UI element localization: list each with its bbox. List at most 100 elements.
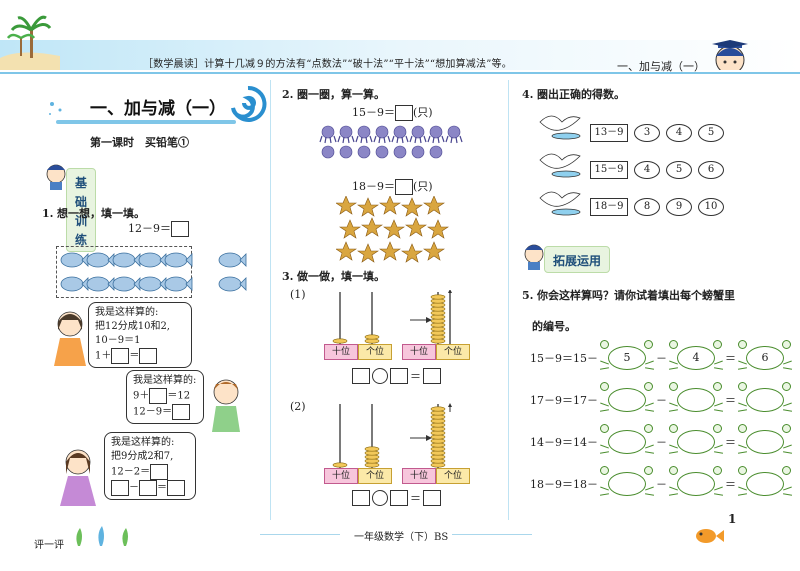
operator-circle[interactable] [372, 490, 388, 506]
answer-box[interactable] [167, 480, 185, 496]
octopus-icon [409, 125, 427, 144]
section-title: 基础训练 [75, 176, 88, 247]
crab-number [746, 472, 784, 496]
answer-option[interactable]: 5 [666, 161, 692, 179]
question-5: 5. 你会这样算吗？请你试着填出每个螃蟹里 [522, 287, 735, 303]
q5-text-2: 的编号。 [532, 320, 576, 333]
q4-text: 圈出正确的得数。 [536, 88, 625, 101]
answer-option[interactable]: 6 [698, 161, 724, 179]
place-labels-1a: 十位个位 [324, 344, 392, 360]
answer-box[interactable] [352, 490, 370, 506]
crab-icon[interactable] [598, 424, 656, 460]
crab-icon[interactable] [598, 382, 656, 418]
section-title: 拓展运用 [553, 254, 602, 268]
answer-box[interactable] [149, 388, 168, 404]
answer-box[interactable] [139, 480, 157, 496]
answer-box[interactable] [172, 404, 191, 420]
equals-sign: ＝ [725, 394, 736, 407]
crab-equation-row: 18－9＝18－－＝ [530, 466, 794, 502]
crab-number: 4 [677, 346, 715, 370]
crab-icon[interactable] [667, 466, 725, 502]
abacus-right-2 [430, 403, 452, 468]
seagull-icon [539, 191, 581, 216]
octopus-icon [321, 145, 335, 159]
crab-icon[interactable] [736, 424, 794, 460]
footer-rule [260, 534, 340, 535]
starfish-icon [379, 241, 401, 261]
octopus-icon [445, 125, 463, 144]
crab-icon[interactable] [667, 382, 725, 418]
whale-icon [60, 252, 89, 268]
answer-option[interactable]: 3 [634, 124, 660, 142]
octopus-icon [427, 125, 445, 144]
mascot-boy-icon [46, 164, 66, 190]
girl-icon [54, 311, 86, 366]
tens-label: 十位 [402, 468, 436, 484]
answer-box[interactable] [423, 368, 441, 384]
ones-label: 个位 [436, 344, 470, 360]
answer-box[interactable] [352, 368, 370, 384]
answer-box[interactable] [395, 179, 413, 195]
bubble-text: 我是这样算的: [95, 307, 159, 318]
seagull-illustration [539, 115, 581, 216]
crab-equation-row: 17－9＝17－－＝ [530, 382, 794, 418]
octopus-icon [339, 145, 353, 159]
answer-box[interactable] [139, 348, 158, 364]
q4-row-1: 13－9 3 4 5 [590, 124, 724, 142]
q1-eq-text: 12－9＝ [128, 222, 171, 235]
q1-number: 1. [42, 207, 54, 220]
crab-icon[interactable] [736, 466, 794, 502]
page-number: 1 [728, 512, 737, 526]
whale-icon [86, 252, 115, 268]
whale-icon [60, 276, 89, 292]
answer-option[interactable]: 4 [666, 124, 692, 142]
answer-option[interactable]: 4 [634, 161, 660, 179]
wave-swirl-icon [231, 85, 267, 122]
answer-box[interactable] [111, 480, 129, 496]
answer-box[interactable] [395, 105, 413, 121]
running-head: 一、加与减（一） [617, 60, 705, 73]
q5-text: 你会这样算吗？请你试着填出每个螃蟹里 [536, 289, 735, 302]
footer-rule [452, 534, 532, 535]
answer-option[interactable]: 10 [698, 198, 724, 216]
starfish-icon [379, 196, 401, 215]
answer-option[interactable]: 8 [634, 198, 660, 216]
answer-box[interactable] [150, 464, 169, 480]
crab-row-start: 14－9＝14－ [530, 436, 598, 449]
abacus-equation-2: ＝ [352, 490, 441, 506]
starfish-icon [423, 196, 445, 215]
answer-option[interactable]: 5 [698, 124, 724, 142]
bubble-text: 10－9＝1 [95, 335, 141, 346]
crab-icon[interactable] [667, 424, 725, 460]
minus-sign: － [656, 352, 667, 365]
answer-option[interactable]: 9 [666, 198, 692, 216]
question-1: 1. 想一想，填一填。 [42, 205, 145, 221]
answer-box[interactable] [423, 490, 441, 506]
crab-row-start: 17－9＝17－ [530, 394, 598, 407]
crab-icon[interactable]: 6 [736, 340, 794, 376]
bubble-text: 1＋ [95, 350, 112, 362]
seaweed-icon [76, 526, 128, 546]
tens-label: 十位 [324, 468, 358, 484]
crab-number [608, 472, 646, 496]
column-divider [508, 80, 509, 520]
question-3: 3. 做一做，填一填。 [282, 268, 385, 284]
expression-box: 13－9 [590, 124, 628, 142]
answer-box[interactable] [390, 490, 408, 506]
starfish-icon [339, 219, 361, 239]
minus-sign: － [656, 436, 667, 449]
operator-circle[interactable] [372, 368, 388, 384]
equals-sign: ＝ [725, 352, 736, 365]
unit-title: 一、加与减（一） [90, 99, 226, 119]
answer-box[interactable] [171, 221, 189, 237]
q2-equation-a: 15－9＝(只) [352, 104, 433, 121]
footer-book: 一年级数学（下）BS [354, 532, 449, 543]
crab-icon[interactable]: 4 [667, 340, 725, 376]
bubble-text: 12－2＝ [111, 466, 151, 478]
answer-box[interactable] [390, 368, 408, 384]
crab-icon[interactable]: 5 [598, 340, 656, 376]
crab-icon[interactable] [598, 466, 656, 502]
q2-equation-b: 18－9＝(只) [352, 178, 433, 195]
crab-icon[interactable] [736, 382, 794, 418]
answer-box[interactable] [111, 348, 130, 364]
